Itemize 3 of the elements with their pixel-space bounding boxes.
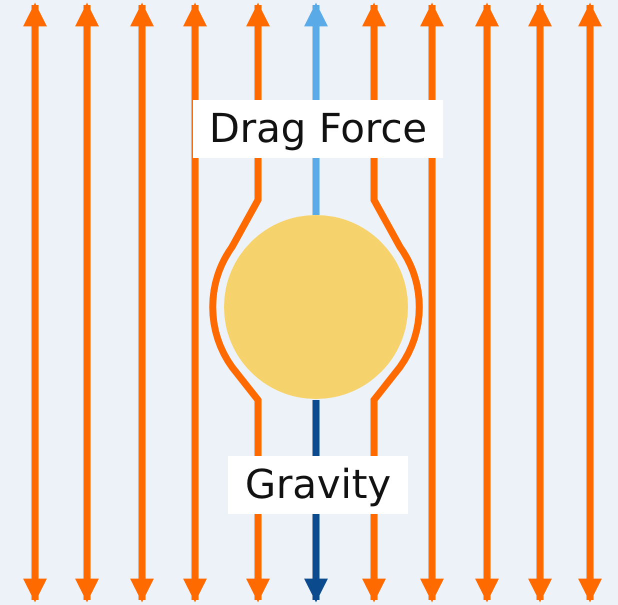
- ball: [224, 215, 408, 399]
- force-label: Drag Force: [193, 100, 443, 158]
- force-label: Gravity: [228, 456, 408, 514]
